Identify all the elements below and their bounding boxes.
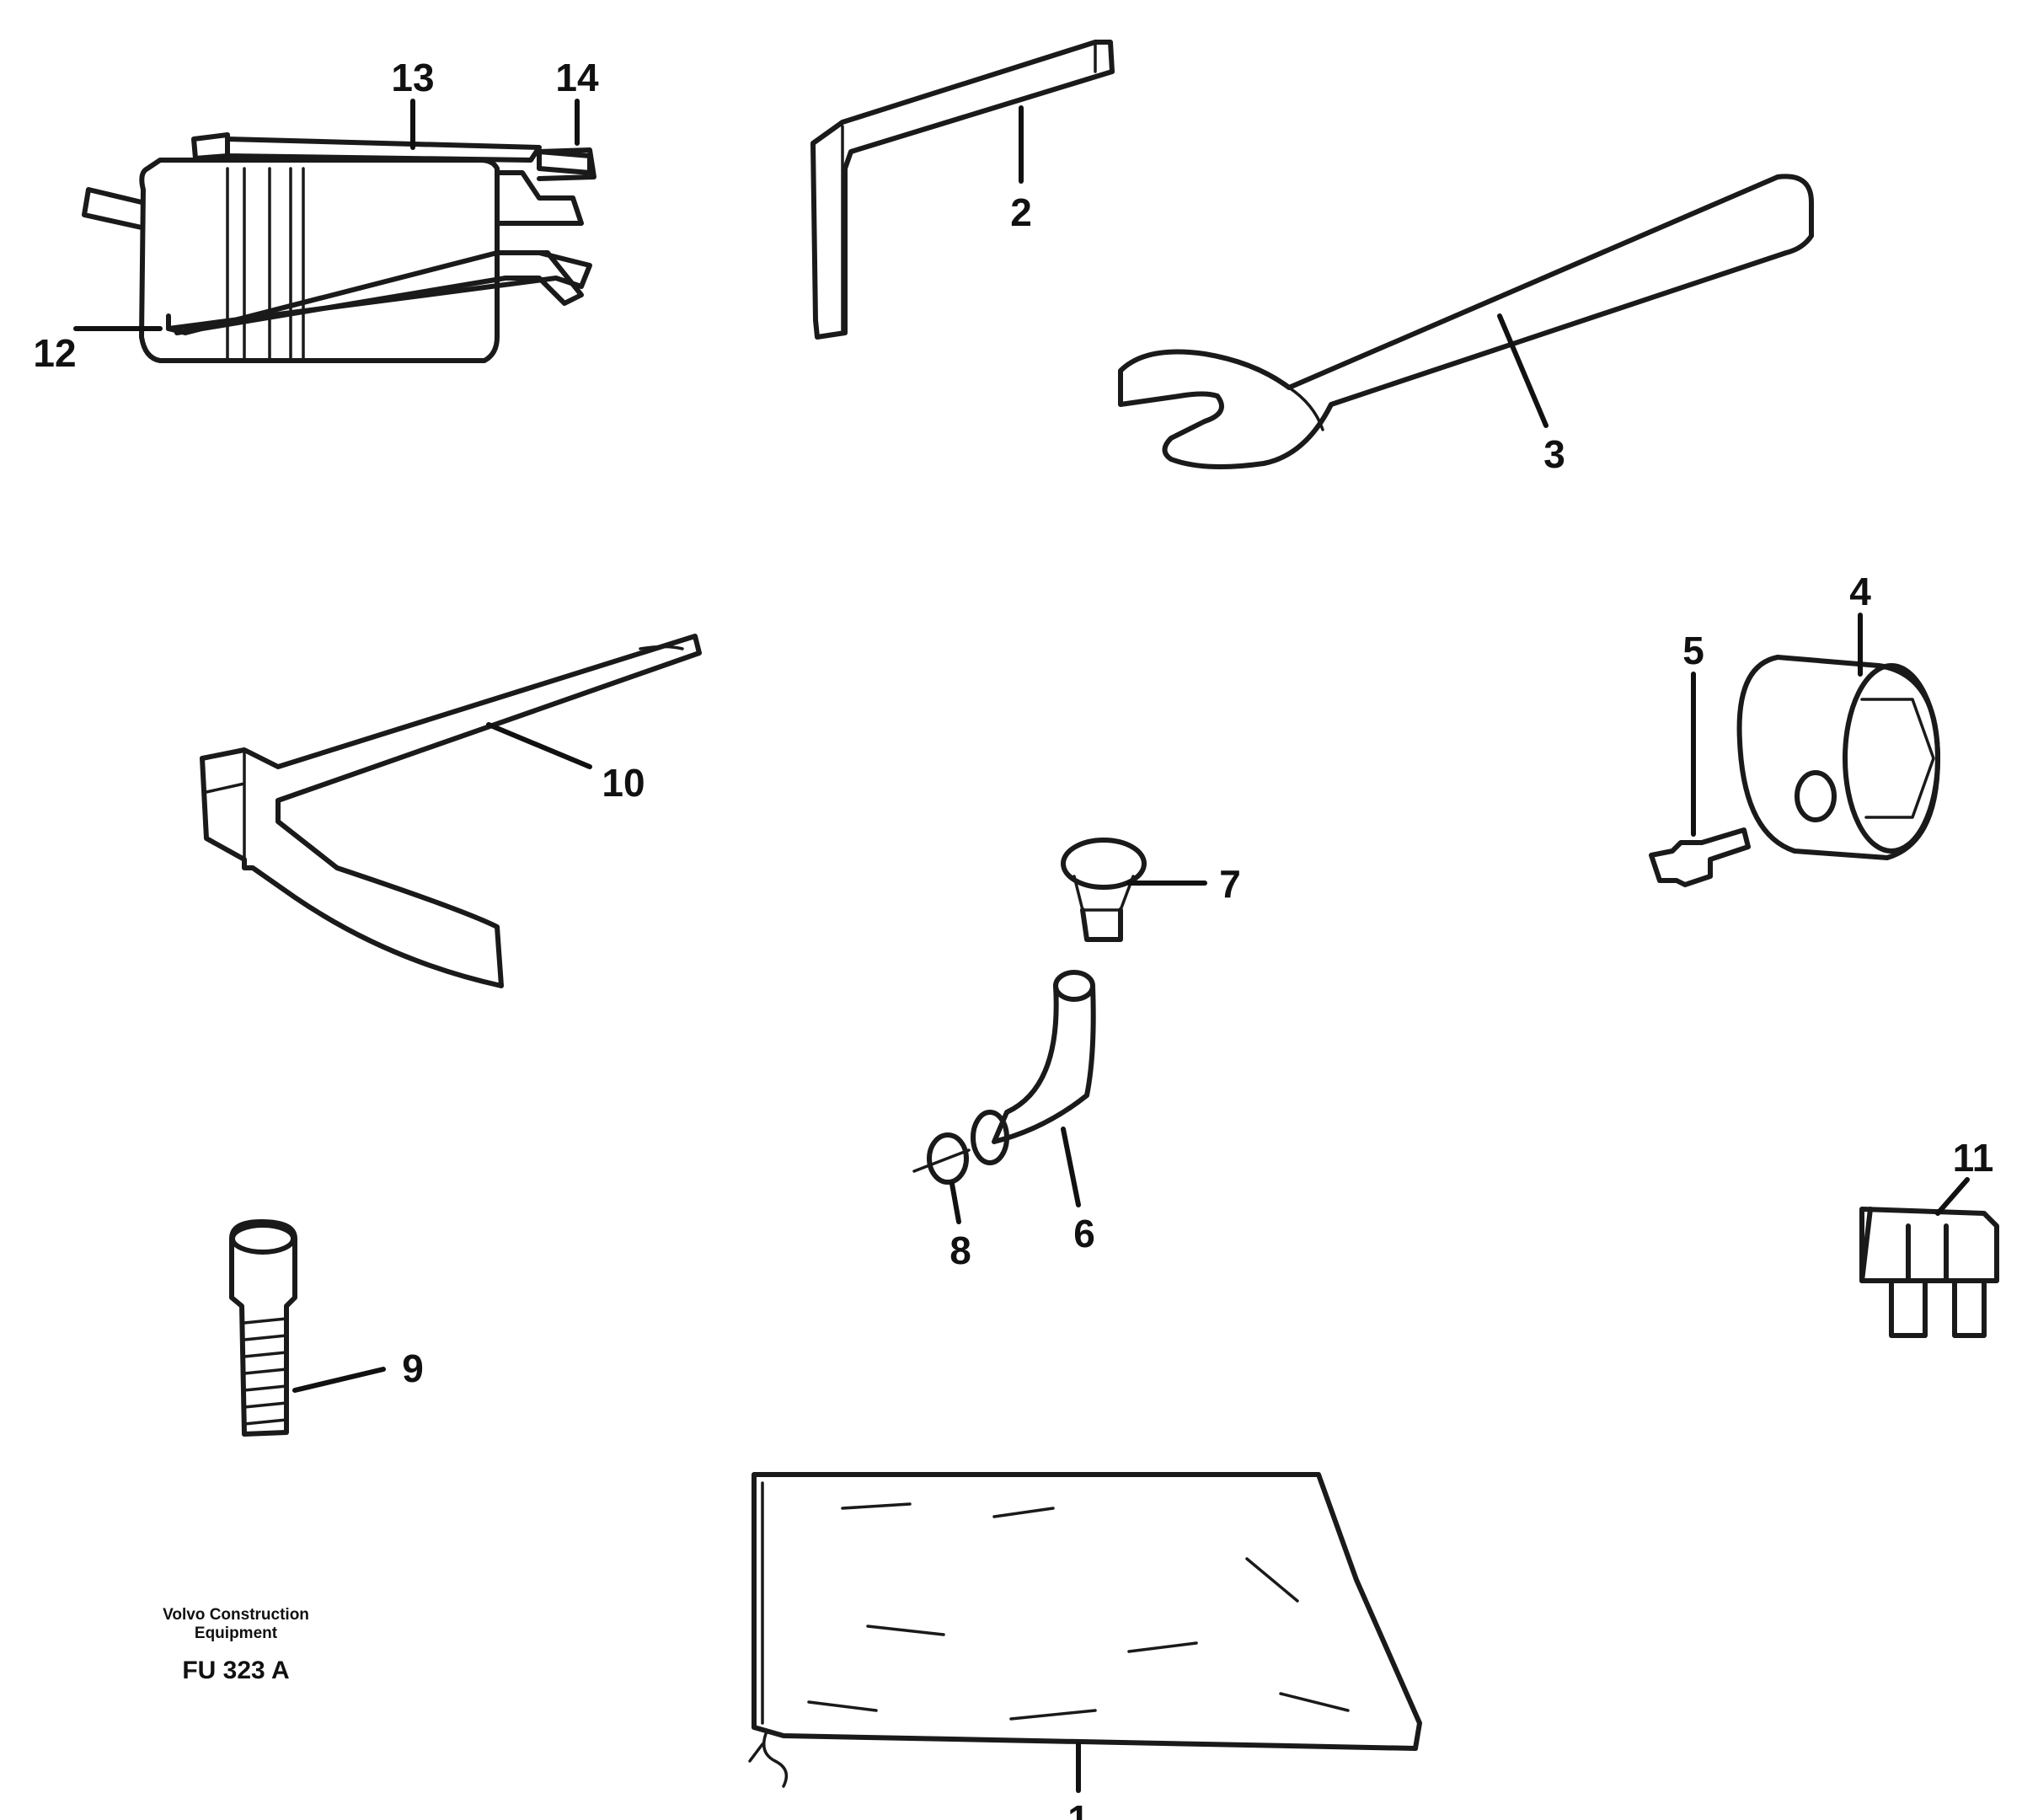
callout-8: 8	[949, 1228, 971, 1272]
fuse-drawing	[1859, 1207, 1999, 1338]
callout-9: 9	[402, 1346, 424, 1390]
publisher-division: Equipment	[194, 1625, 278, 1642]
leader-line-3	[1497, 313, 1549, 428]
leader-line-11	[1935, 1177, 1970, 1216]
callout-1: 1	[1067, 1797, 1089, 1820]
leader-line-8	[949, 1181, 961, 1224]
pry-bar-drawing	[200, 634, 702, 988]
callout-11: 11	[1953, 1136, 1994, 1180]
callout-4: 4	[1849, 570, 1871, 613]
bolt-drawing	[229, 1219, 297, 1437]
drawing-code: FU 323 A	[182, 1657, 290, 1684]
callout-12: 12	[33, 331, 76, 375]
hose-assembly-drawing	[912, 838, 1147, 1185]
callout-13: 13	[391, 56, 434, 99]
publisher-name: Volvo Construction	[163, 1606, 309, 1624]
leader-line-10	[486, 722, 592, 769]
callout-7: 7	[1219, 862, 1241, 906]
wrench-drawing	[1118, 174, 1814, 469]
grease-gun-drawing	[82, 132, 596, 363]
callout-5: 5	[1682, 629, 1704, 672]
leader-line-9	[292, 1367, 386, 1393]
socket-drawing	[1649, 655, 1940, 887]
callout-6: 6	[1073, 1212, 1095, 1255]
bag-drawing	[748, 1472, 1422, 1788]
leader-line-6	[1061, 1127, 1081, 1207]
callout-10: 10	[602, 761, 645, 805]
callout-14: 14	[555, 56, 599, 99]
hex-key-drawing	[810, 40, 1115, 340]
callout-3: 3	[1543, 432, 1565, 476]
callout-2: 2	[1010, 190, 1032, 234]
